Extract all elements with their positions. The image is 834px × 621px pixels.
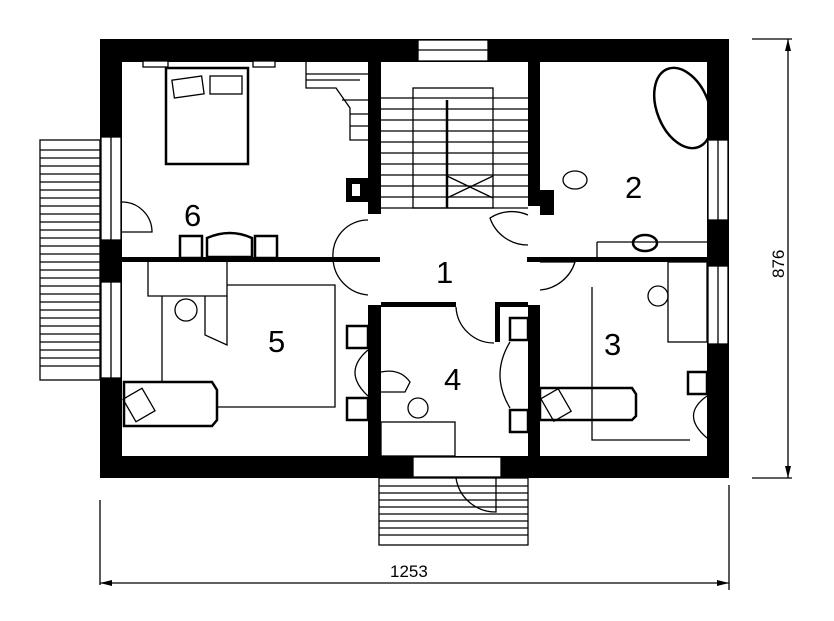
room-labels: 1 2 3 4 5 6 bbox=[184, 170, 642, 397]
doors bbox=[121, 201, 576, 513]
depth-dimension: 876 bbox=[752, 38, 792, 479]
width-label: 1253 bbox=[390, 562, 428, 581]
interior-walls bbox=[122, 62, 707, 456]
bottom-balcony bbox=[378, 477, 529, 546]
room-number-3: 3 bbox=[604, 327, 621, 362]
room-number-1: 1 bbox=[436, 255, 453, 290]
room-number-4: 4 bbox=[444, 362, 461, 397]
width-dimension: 1253 bbox=[99, 485, 730, 590]
room-number-2: 2 bbox=[625, 170, 642, 205]
staircase bbox=[305, 62, 528, 209]
windows bbox=[100, 39, 729, 478]
room-number-5: 5 bbox=[268, 324, 285, 359]
depth-label: 876 bbox=[769, 250, 788, 278]
room-number-6: 6 bbox=[184, 198, 201, 233]
left-balcony bbox=[39, 139, 101, 381]
furniture bbox=[122, 66, 714, 457]
